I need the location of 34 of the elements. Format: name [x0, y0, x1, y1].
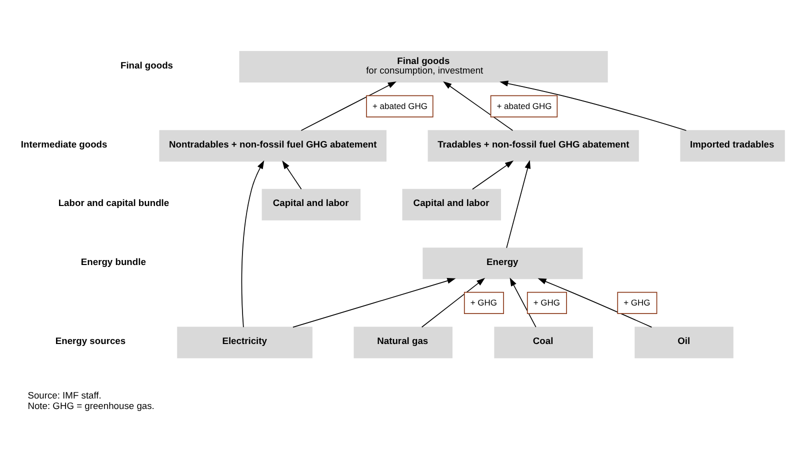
arrow	[300, 81, 396, 130]
edge-label: + abated GHG	[496, 100, 552, 110]
arrow	[500, 80, 687, 130]
node-box: Coal	[494, 326, 593, 358]
node-box: Tradables + non-fossil fuel GHG abatement	[428, 130, 639, 162]
label: Note: GHG = greenhouse gas.	[28, 400, 154, 410]
arrow	[241, 160, 264, 328]
label: Energy bundle	[80, 256, 146, 266]
label: Source: IMF staff.	[28, 390, 102, 400]
label: Final goods	[120, 60, 174, 70]
node-box: Imported tradables	[680, 130, 785, 162]
node-box: Capital and labor	[402, 188, 501, 220]
node-box: Nontradables + non-fossil fuel GHG abatement	[159, 130, 386, 162]
label: Energy sources	[55, 336, 126, 346]
node-box: Natural gas	[354, 326, 452, 358]
edge-label: + GHG	[624, 297, 650, 308]
node-box: Final goods for consumption, investment	[239, 50, 608, 82]
arrow	[282, 160, 302, 190]
edge-label: + GHG	[470, 297, 498, 308]
label: Labor and capital bundle	[58, 198, 170, 208]
edge-label: + GHG	[533, 297, 560, 308]
arrow	[443, 80, 514, 130]
node-box: Energy	[422, 247, 583, 279]
edge-label: + abated GHG	[372, 100, 428, 110]
arrow	[510, 277, 536, 328]
arrow	[292, 277, 456, 328]
node-box: Electricity	[177, 326, 312, 358]
arrow	[538, 278, 652, 328]
arrow	[506, 160, 531, 248]
node-box: Capital and labor	[262, 188, 361, 220]
node-box: Oil	[634, 326, 734, 358]
arrow	[421, 277, 486, 328]
arrow	[472, 160, 514, 190]
label: Intermediate goods	[20, 138, 108, 149]
